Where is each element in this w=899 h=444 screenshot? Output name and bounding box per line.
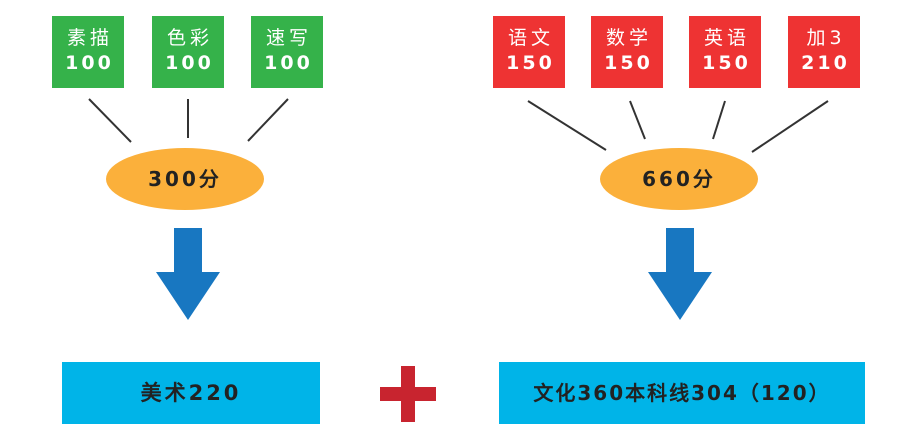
- connector-line: [629, 100, 646, 140]
- result-text: 文化360本科线304（120）: [533, 381, 831, 405]
- subject-box-english: 英语 150: [689, 16, 761, 88]
- subject-box-plus3: 加3 210: [788, 16, 860, 88]
- connector-line: [712, 100, 726, 140]
- subject-score: 100: [65, 52, 114, 74]
- connector-line: [88, 98, 132, 143]
- subject-score: 210: [801, 52, 850, 74]
- subject-name: 速写: [265, 27, 312, 49]
- subject-name: 数学: [605, 27, 652, 49]
- total-score: 300分: [148, 167, 222, 191]
- subject-score: 150: [604, 52, 653, 74]
- connector-line: [527, 100, 607, 151]
- subject-name: 素描: [66, 27, 113, 49]
- total-ellipse-left: 300分: [106, 148, 264, 210]
- total-ellipse-right: 660分: [600, 148, 758, 210]
- subject-score: 150: [506, 52, 555, 74]
- plus-icon: [380, 366, 436, 422]
- total-score: 660分: [642, 167, 716, 191]
- subject-name: 语文: [507, 27, 554, 49]
- result-bar-culture: 文化360本科线304（120）: [499, 362, 865, 424]
- subject-name: 加3: [806, 27, 846, 49]
- subject-name: 英语: [703, 27, 750, 49]
- subject-score: 100: [165, 52, 214, 74]
- subject-box-color: 色彩 100: [152, 16, 224, 88]
- result-text: 美术220: [140, 381, 242, 405]
- subject-name: 色彩: [166, 27, 213, 49]
- subject-score: 100: [264, 52, 313, 74]
- connector-line: [751, 100, 829, 153]
- connector-line: [247, 98, 289, 142]
- subject-box-math: 数学 150: [591, 16, 663, 88]
- result-bar-art: 美术220: [62, 362, 320, 424]
- subject-box-sketch: 素描 100: [52, 16, 124, 88]
- subject-box-quick-sketch: 速写 100: [251, 16, 323, 88]
- subject-box-chinese: 语文 150: [493, 16, 565, 88]
- down-arrow-icon: [156, 228, 220, 320]
- subject-score: 150: [702, 52, 751, 74]
- down-arrow-icon: [648, 228, 712, 320]
